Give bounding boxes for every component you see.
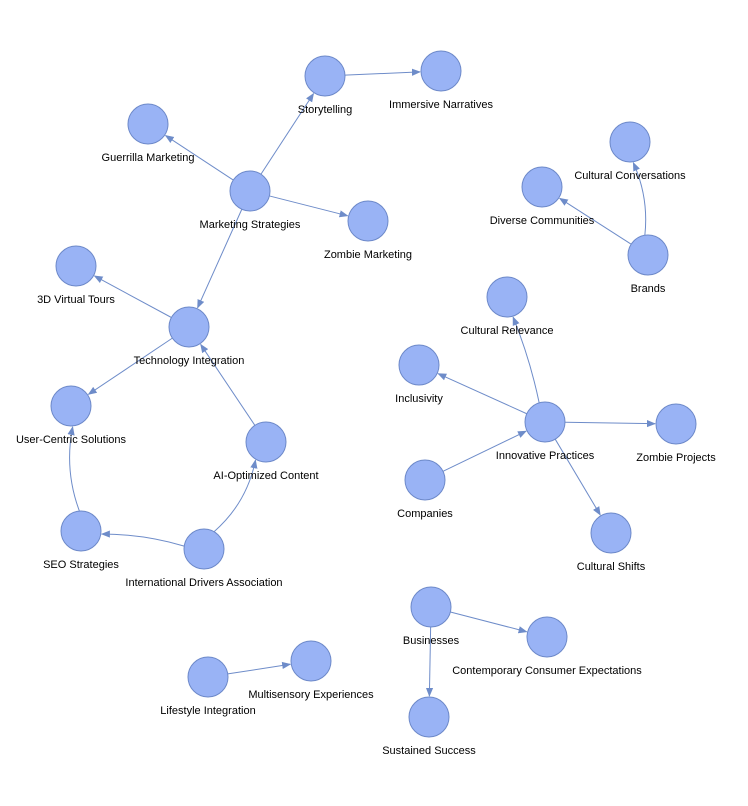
node-brands[interactable]: Brands [627,234,669,295]
node-circle-sustained-success[interactable] [408,696,450,738]
node-circle-cultural-conversations[interactable] [609,121,651,163]
edge-companies-to-innovative-practices [442,430,527,472]
node-international-drivers-association[interactable]: International Drivers Association [125,528,283,589]
node-diverse-communities[interactable]: Diverse Communities [490,166,595,227]
node-marketing-strategies[interactable]: Marketing Strategies [200,170,301,231]
node-circle-inclusivity[interactable] [398,344,440,386]
node-label-storytelling: Storytelling [298,104,352,116]
node-label-cultural-conversations: Cultural Conversations [574,170,686,182]
edge-international-drivers-association-to-ai-optimized-content [213,459,258,533]
edges-layer [67,68,656,697]
node-label-3d-virtual-tours: 3D Virtual Tours [37,294,115,306]
edge-innovative-practices-to-inclusivity [437,373,527,415]
node-circle-storytelling[interactable] [304,55,346,97]
edge-marketing-strategies-to-guerrilla-marketing [164,135,234,181]
node-companies[interactable]: Companies [397,459,453,520]
node-cultural-shifts[interactable]: Cultural Shifts [577,512,646,573]
node-label-zombie-projects: Zombie Projects [636,452,716,464]
node-lifestyle-integration[interactable]: Lifestyle Integration [160,656,256,717]
node-label-lifestyle-integration: Lifestyle Integration [160,705,255,717]
edge-ai-optimized-content-to-technology-integration [200,343,256,426]
node-label-guerrilla-marketing: Guerrilla Marketing [102,152,195,164]
edge-brands-to-diverse-communities [558,197,632,245]
edge-marketing-strategies-to-storytelling [260,92,315,175]
node-circle-diverse-communities[interactable] [521,166,563,208]
node-circle-seo-strategies[interactable] [60,510,102,552]
node-circle-lifestyle-integration[interactable] [187,656,229,698]
node-label-businesses: Businesses [403,635,460,647]
node-zombie-marketing[interactable]: Zombie Marketing [324,200,412,261]
node-label-brands: Brands [631,283,666,295]
edge-lifestyle-integration-to-multisensory-experiences [227,661,292,675]
node-label-innovative-practices: Innovative Practices [496,450,595,462]
edge-innovative-practices-to-cultural-relevance [512,316,540,403]
node-circle-brands[interactable] [627,234,669,276]
node-label-seo-strategies: SEO Strategies [43,559,119,571]
node-circle-businesses[interactable] [410,586,452,628]
node-circle-3d-virtual-tours[interactable] [55,245,97,287]
node-circle-cultural-relevance[interactable] [486,276,528,318]
node-immersive-narratives[interactable]: Immersive Narratives [389,50,493,111]
edge-brands-to-cultural-conversations [632,161,647,236]
node-label-multisensory-experiences: Multisensory Experiences [248,689,374,701]
node-circle-immersive-narratives[interactable] [420,50,462,92]
node-circle-user-centric-solutions[interactable] [50,385,92,427]
node-label-international-drivers-association: International Drivers Association [125,577,282,589]
node-inclusivity[interactable]: Inclusivity [395,344,443,405]
node-label-contemporary-consumer-expectations: Contemporary Consumer Expectations [452,665,642,677]
node-circle-cultural-shifts[interactable] [590,512,632,554]
edge-seo-strategies-to-user-centric-solutions [67,426,80,512]
nodes-layer: Storytelling Immersive NarrativesGuerrill… [16,50,716,757]
node-label-cultural-relevance: Cultural Relevance [461,325,554,337]
edge-marketing-strategies-to-technology-integration [197,209,243,309]
edge-storytelling-to-immersive-narratives [344,68,421,76]
node-circle-international-drivers-association[interactable] [183,528,225,570]
node-multisensory-experiences[interactable]: Multisensory Experiences [248,640,374,701]
node-zombie-projects[interactable]: Zombie Projects [636,403,716,464]
node-label-zombie-marketing: Zombie Marketing [324,249,412,261]
node-label-ai-optimized-content: AI-Optimized Content [213,470,318,482]
edge-international-drivers-association-to-seo-strategies [100,530,185,547]
node-label-companies: Companies [397,508,453,520]
node-guerrilla-marketing[interactable]: Guerrilla Marketing [102,103,195,164]
edge-businesses-to-contemporary-consumer-expectations [450,611,528,634]
node-circle-ai-optimized-content[interactable] [245,421,287,463]
edge-technology-integration-to-3d-virtual-tours [93,275,172,318]
node-label-diverse-communities: Diverse Communities [490,215,595,227]
node-3d-virtual-tours[interactable]: 3D Virtual Tours [37,245,115,306]
node-label-marketing-strategies: Marketing Strategies [200,219,301,231]
node-label-cultural-shifts: Cultural Shifts [577,561,646,573]
node-label-immersive-narratives: Immersive Narratives [389,99,493,111]
edge-technology-integration-to-user-centric-solutions [87,337,173,395]
edge-businesses-to-sustained-success [425,626,434,697]
node-circle-companies[interactable] [404,459,446,501]
node-label-user-centric-solutions: User-Centric Solutions [16,434,127,446]
node-circle-zombie-marketing[interactable] [347,200,389,242]
node-sustained-success[interactable]: Sustained Success [382,696,476,757]
node-circle-zombie-projects[interactable] [655,403,697,445]
node-contemporary-consumer-expectations[interactable]: Contemporary Consumer Expectations [452,616,642,677]
node-seo-strategies[interactable]: SEO Strategies [43,510,119,571]
node-technology-integration[interactable]: Technology Integration [134,306,245,367]
edge-innovative-practices-to-zombie-projects [564,419,656,428]
node-storytelling[interactable]: Storytelling [298,55,352,116]
node-label-technology-integration: Technology Integration [134,355,245,367]
node-circle-guerrilla-marketing[interactable] [127,103,169,145]
node-user-centric-solutions[interactable]: User-Centric Solutions [16,385,127,446]
node-circle-technology-integration[interactable] [168,306,210,348]
node-innovative-practices[interactable]: Innovative Practices [496,401,595,462]
node-circle-multisensory-experiences[interactable] [290,640,332,682]
node-label-inclusivity: Inclusivity [395,393,443,405]
node-cultural-relevance[interactable]: Cultural Relevance [461,276,554,337]
node-cultural-conversations[interactable]: Cultural Conversations [574,121,686,182]
node-ai-optimized-content[interactable]: AI-Optimized Content [213,421,319,482]
node-businesses[interactable]: Businesses [403,586,460,647]
edge-innovative-practices-to-cultural-shifts [554,438,601,516]
node-circle-contemporary-consumer-expectations[interactable] [526,616,568,658]
edge-marketing-strategies-to-zombie-marketing [269,195,349,218]
node-circle-innovative-practices[interactable] [524,401,566,443]
node-label-sustained-success: Sustained Success [382,745,476,757]
node-circle-marketing-strategies[interactable] [229,170,271,212]
